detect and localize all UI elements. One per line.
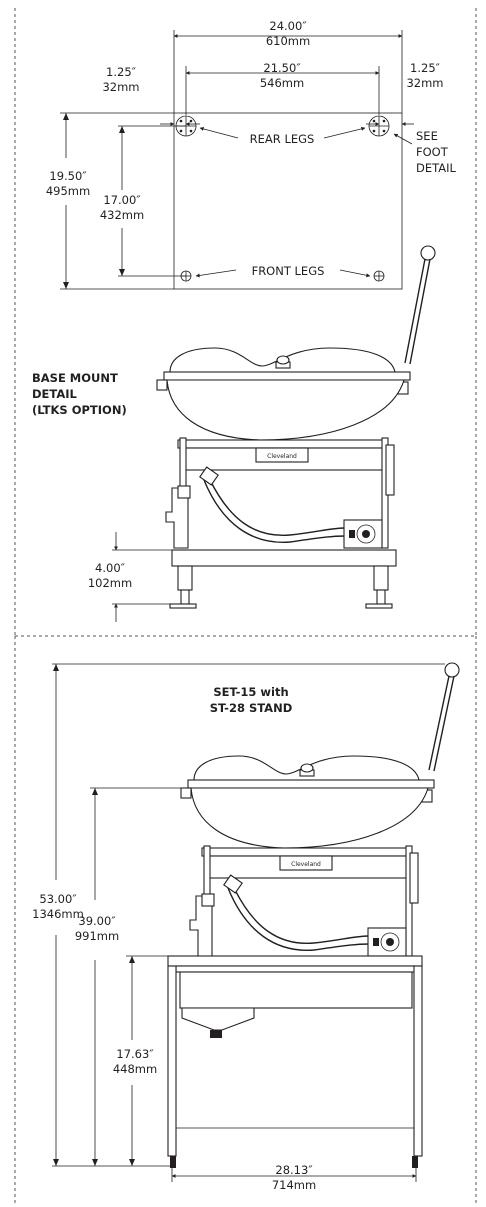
offset-left-in: 1.25″	[106, 65, 137, 79]
brand-plate-base: Cleveland	[267, 453, 297, 460]
base-mount-title-1: BASE MOUNT	[32, 371, 118, 385]
stand-kettle	[52, 662, 460, 1182]
height-overall-in: 53.00″	[39, 892, 77, 906]
front-legs-label: FRONT LEGS	[252, 264, 325, 278]
panel-frames	[14, 8, 477, 1204]
base-mount-title-2: DETAIL	[32, 387, 78, 401]
depth-legs-mm: 432mm	[100, 208, 144, 222]
rear-legs-label: REAR LEGS	[250, 132, 315, 146]
width-overall-mm: 610mm	[266, 34, 310, 48]
depth-overall-mm: 495mm	[46, 184, 90, 198]
width-stand-in: 28.13″	[275, 1163, 313, 1177]
stand-title-2: ST-28 STAND	[210, 701, 293, 715]
foot-detail-label-3: DETAIL	[416, 161, 457, 175]
height-stand-mm: 448mm	[113, 1062, 157, 1076]
depth-legs-in: 17.00″	[103, 193, 141, 207]
height-stand-in: 17.63″	[116, 1047, 154, 1061]
foot-detail-label-1: SEE	[416, 129, 438, 143]
leg-height-in: 4.00″	[95, 561, 126, 575]
stand-title-1: SET-15 with	[213, 685, 288, 699]
width-legs-mm: 546mm	[260, 76, 304, 90]
height-rim-in: 39.00″	[78, 914, 116, 928]
width-stand-mm: 714mm	[272, 1178, 316, 1192]
height-overall-mm: 1346mm	[32, 907, 84, 921]
offset-left-mm: 32mm	[102, 80, 139, 94]
base-mount-kettle	[112, 245, 436, 622]
brand-plate-stand: Cleveland	[291, 861, 321, 868]
height-rim-mm: 991mm	[75, 929, 119, 943]
width-overall-in: 24.00″	[269, 19, 307, 33]
offset-right-in: 1.25″	[410, 61, 441, 75]
leg-height-mm: 102mm	[88, 576, 132, 590]
base-mount-title-3: (LTKS OPTION)	[32, 403, 127, 417]
front-right-foot-icon	[373, 270, 385, 282]
foot-detail-label-2: FOOT	[416, 145, 449, 159]
footprint-plan	[60, 30, 414, 290]
width-legs-in: 21.50″	[263, 61, 301, 75]
depth-overall-in: 19.50″	[49, 169, 87, 183]
rear-right-foot-icon	[368, 115, 390, 137]
front-left-foot-icon	[180, 270, 192, 282]
rear-left-foot-icon	[175, 115, 197, 137]
offset-right-mm: 32mm	[406, 76, 443, 90]
